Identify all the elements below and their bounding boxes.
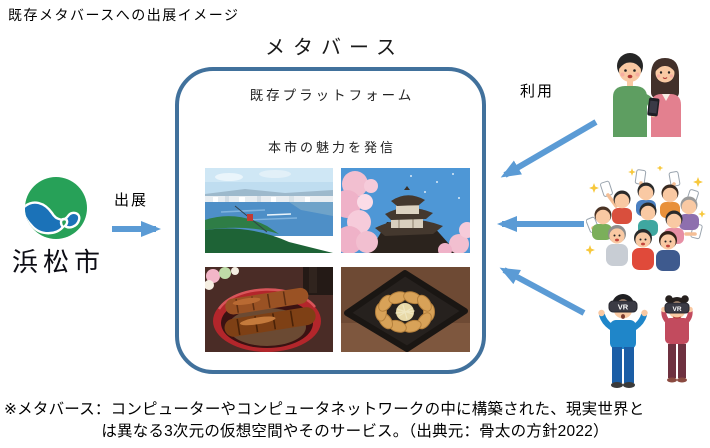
arrow-use-bottom xyxy=(499,267,586,316)
footnote-line1: ※メタバース：コンピューターやコンピュータネットワークの中に構築された、現実世界… xyxy=(4,401,645,418)
use-label: 利用 xyxy=(520,83,555,100)
arrow-use-top xyxy=(500,119,598,178)
hamamatsu-castle-cherry-blossom-photo xyxy=(341,168,470,253)
platform-label: 既存プラットフォーム xyxy=(249,88,415,103)
lake-hamana-scenery-photo xyxy=(205,168,333,253)
hamamatsu-gyoza-photo xyxy=(341,267,470,352)
footnote-line2: は異なる3次元の仮想空間やそのサービス。（出典元：骨太の方針2022） xyxy=(101,423,609,440)
exhibit-label: 出展 xyxy=(114,192,149,209)
vr-label-man: VR xyxy=(618,303,629,312)
vr-headset-users-illustration: VR VR xyxy=(591,291,708,390)
page-title: 既存メタバースへの出展イメージ xyxy=(8,7,240,23)
vr-label-woman: VR xyxy=(672,306,681,313)
couple-with-smartphone-illustration xyxy=(599,45,693,137)
appeal-label: 本市の魅力を発信 xyxy=(267,140,396,155)
hamamatsu-city-logo xyxy=(23,175,89,241)
metaverse-heading: メタバース xyxy=(265,37,404,59)
unagi-eel-bowl-photo xyxy=(205,267,333,352)
city-name-label: 浜松市 xyxy=(11,247,105,277)
crowd-raising-smartphones-illustration xyxy=(586,166,708,271)
